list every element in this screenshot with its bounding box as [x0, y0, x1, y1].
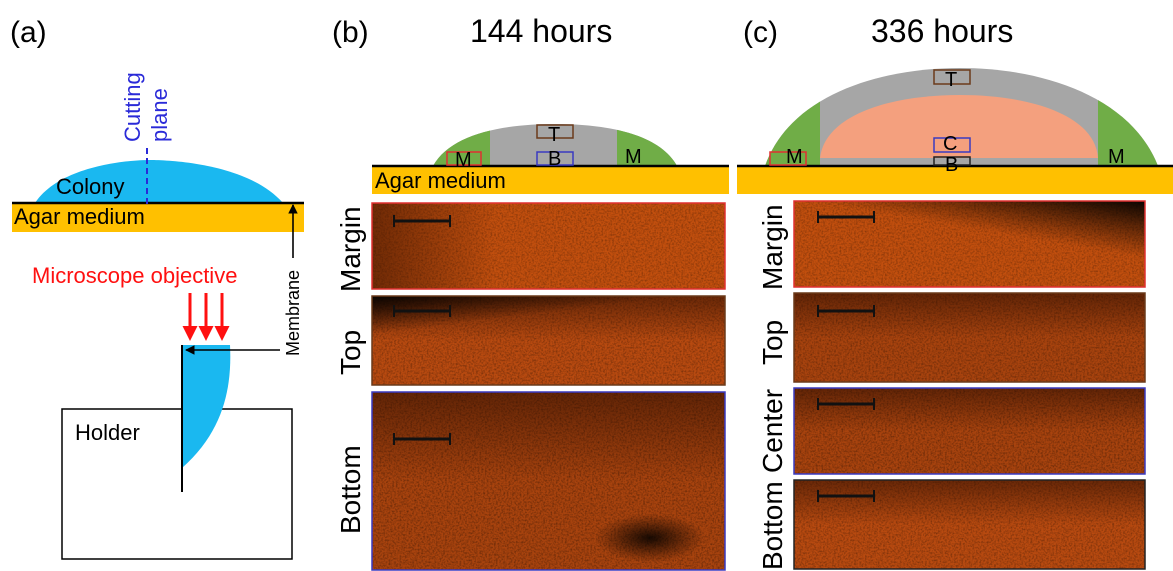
micrograph-b-bottom — [371, 391, 726, 571]
top-box-b — [536, 124, 574, 139]
colony-dome — [35, 160, 283, 203]
row-label-c-bottom: Bottom — [757, 481, 788, 570]
zone-bottom-c: B — [945, 154, 958, 176]
micrograph-c-margin — [793, 200, 1146, 288]
zone-margin-right-b: M — [625, 146, 642, 168]
membrane-label: Membrane — [283, 270, 303, 356]
agar-medium-label-b: Agar medium — [375, 168, 506, 193]
bottom-box-b — [536, 151, 574, 166]
zone-margin-left-b: M — [455, 149, 472, 171]
zone-margin-left-c: M — [786, 146, 803, 168]
colony-label: Colony — [56, 174, 124, 199]
row-label-c-top: Top — [757, 320, 788, 365]
agar-medium-bar — [12, 203, 304, 232]
bottom-box-c — [933, 156, 971, 166]
holder-box — [61, 408, 293, 560]
agar-medium-bar-b — [372, 166, 729, 194]
panel-b-label: (b) — [332, 16, 369, 49]
panel-b: (b) 144 hours Agar medium M T B M — [332, 13, 729, 571]
objective-label: Microscope objective — [32, 263, 237, 288]
micrograph-c-top — [793, 292, 1146, 383]
panel-c-title: 336 hours — [871, 13, 1013, 49]
center-box-c — [933, 137, 971, 153]
micrograph-b-margin — [371, 202, 726, 290]
row-label-b-margin: Margin — [335, 206, 366, 292]
row-label-c-margin: Margin — [757, 204, 788, 290]
panel-a: (a) Cutting plane Colony Agar medium Mic… — [10, 16, 306, 560]
panel-b-title: 144 hours — [470, 13, 612, 49]
cutting-plane-label-2: plane — [147, 88, 172, 142]
row-label-b-top: Top — [335, 330, 366, 375]
cutting-plane-label-1: Cutting — [120, 72, 145, 142]
zone-top-b: T — [548, 124, 560, 146]
micrograph-c-center — [793, 387, 1146, 475]
zone-top-c: T — [945, 69, 957, 91]
top-box-c — [933, 69, 971, 85]
membrane-label-bg — [280, 258, 306, 362]
micrograph-c-bottom — [793, 479, 1146, 570]
agar-medium-label: Agar medium — [14, 204, 145, 229]
row-label-c-center: Center — [757, 389, 788, 473]
holder-label: Holder — [75, 420, 140, 445]
zone-center-c: C — [943, 133, 957, 155]
zone-margin-right-c: M — [1108, 146, 1125, 168]
colony-c-dome — [765, 68, 1158, 166]
margin-box-b — [446, 151, 482, 166]
colony-section — [182, 345, 231, 468]
zone-bottom-b: B — [548, 148, 561, 170]
margin-box-c — [769, 151, 807, 166]
panel-a-label: (a) — [10, 16, 47, 49]
panel-c: (c) 336 hours M T C B M — [737, 13, 1173, 570]
panel-c-label: (c) — [743, 16, 778, 49]
micrograph-b-top — [371, 295, 726, 386]
agar-medium-bar-c — [737, 166, 1173, 194]
row-label-b-bottom: Bottom — [335, 445, 366, 534]
